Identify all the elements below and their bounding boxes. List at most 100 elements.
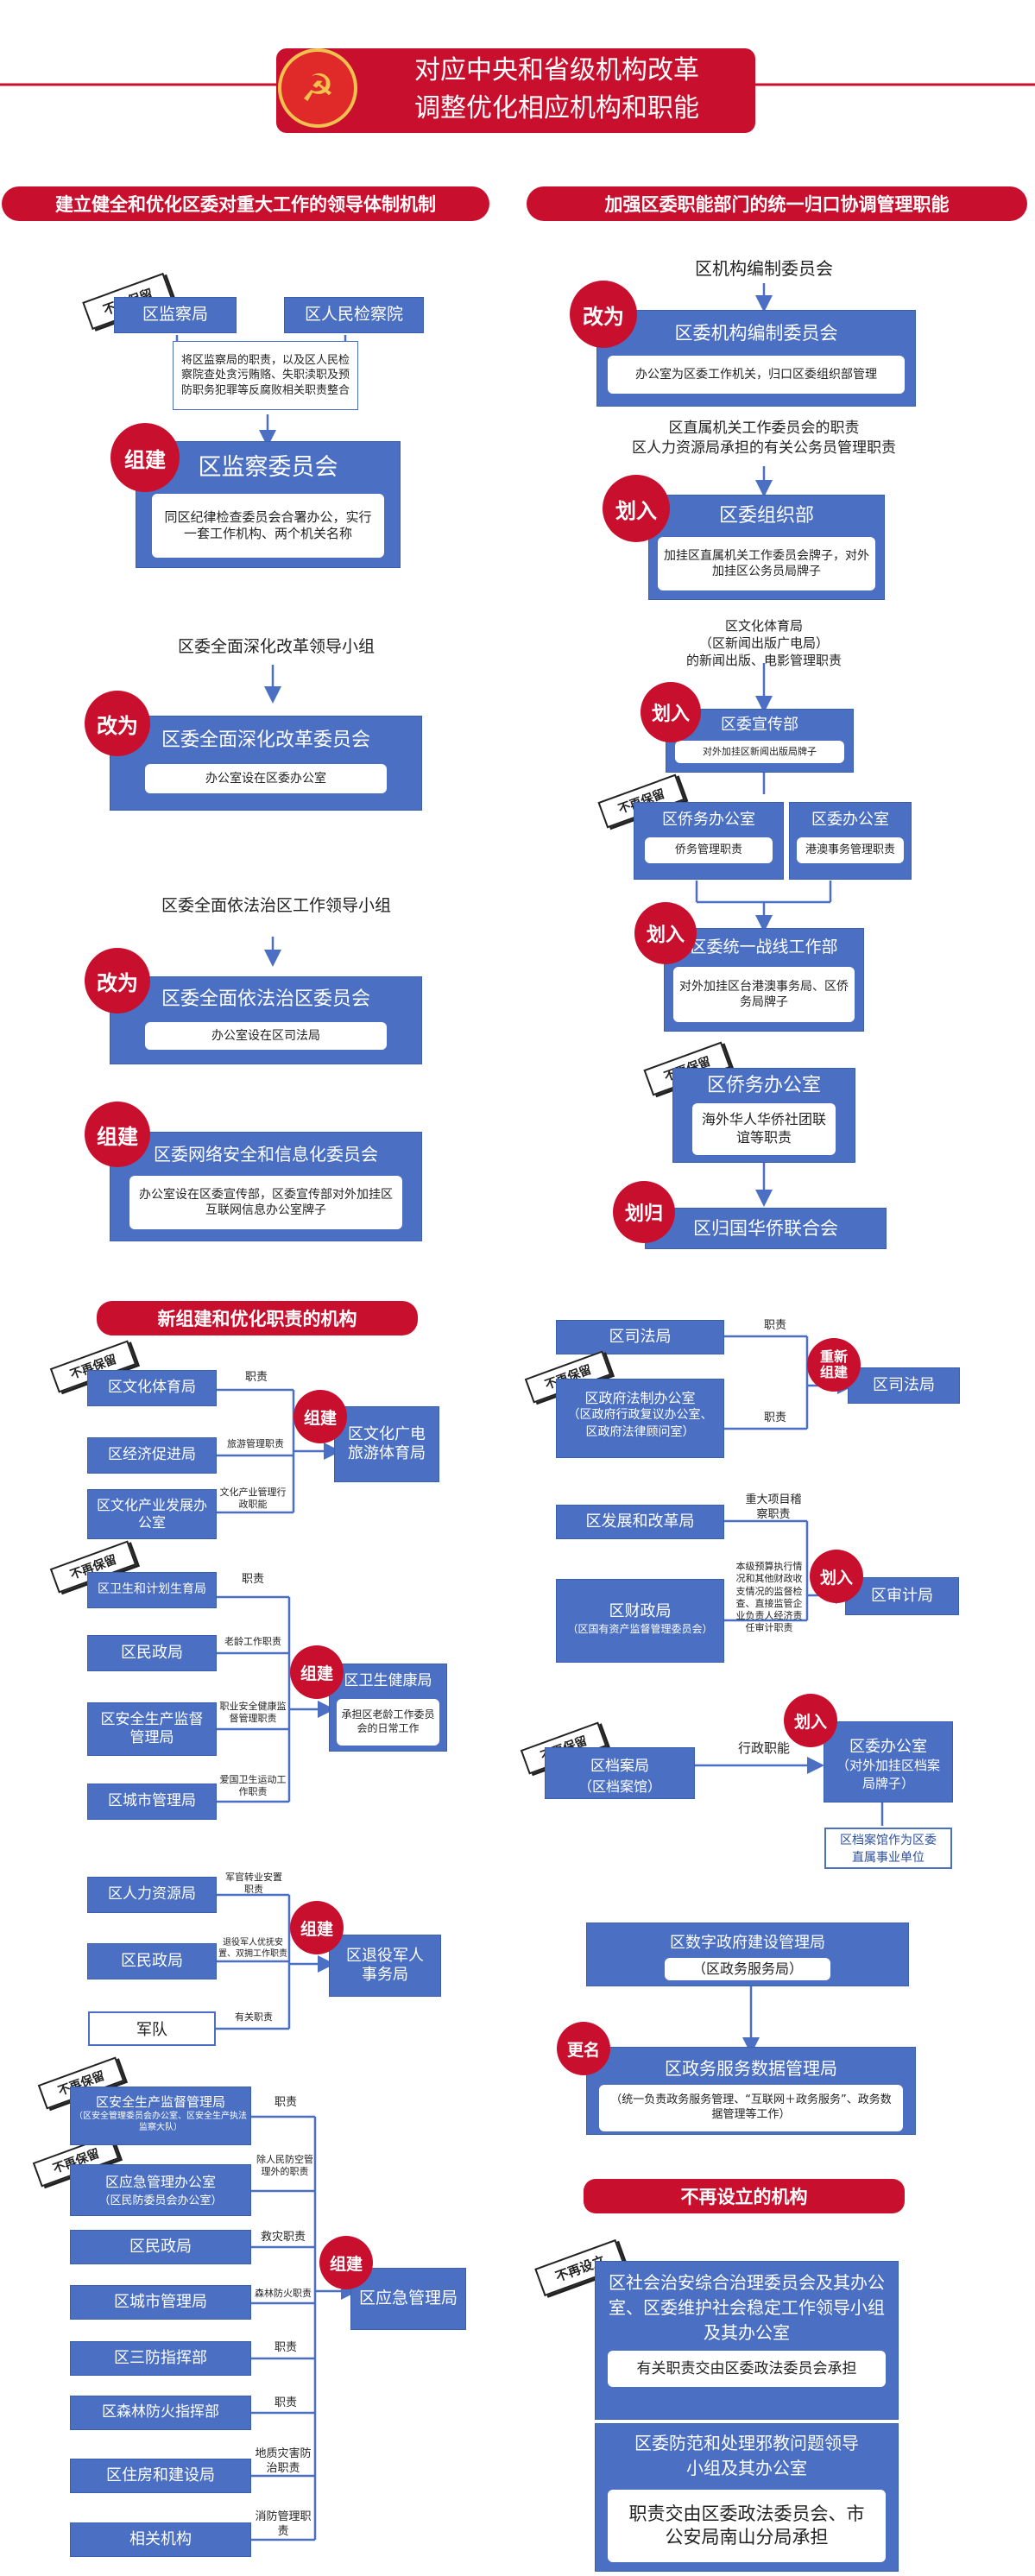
fazhi-title: 区委全面依法治区委员会	[161, 988, 370, 1011]
wangluo-desc: 办公室设在区委宣传部，区委宣传部对外加挂区互联网信息办公室牌子	[129, 1176, 402, 1229]
section2-title: 新组建和优化职责的机构	[97, 1301, 418, 1335]
bianzhi-desc: 办公室为区委工作机关，归口区委组织部管理	[608, 356, 905, 394]
weijian-desc: 承担区老龄工作委员会的日常工作	[337, 1699, 439, 1746]
qiaowu-b-desc: 港澳事务管理职责	[797, 837, 904, 863]
box-wangluo-weiyuanhui: 区委网络安全和信息化委员会 办公室设在区委宣传部，区委宣传部对外加挂区互联网信息…	[110, 1133, 421, 1241]
yingji-item0-title: 区安全生产监督管理局	[95, 2094, 225, 2110]
box-shenji-ju: 区审计局	[846, 1578, 958, 1614]
box-xuanchuanbu: 区委宣传部 对外加挂区新闻出版局牌子	[666, 710, 853, 772]
bianzhi-origin: 区机构编制委员会	[695, 257, 833, 279]
box-anjian-ju: 区安全生产监督管理局	[88, 1703, 216, 1755]
right-section-title: 加强区委职能部门的统一归口协调管理职能	[527, 186, 1027, 221]
label-zhiye-anquan: 职业安全健康监督管理职责	[219, 1701, 287, 1725]
box-jiancha-ju: 区监察局	[115, 298, 236, 332]
badge-gengming: 更名	[557, 2022, 610, 2075]
label-zhize: 职责	[241, 1573, 264, 1586]
badge-gaiwei: 改为	[570, 281, 637, 348]
jiancha-weiyuanhui-desc: 同区纪律检查委员会合署办公，实行一套工作机构、两个机关名称	[152, 494, 384, 558]
box-weisheng-jiankang-ju: 区卫生健康局 承担区老龄工作委员会的日常工作	[330, 1664, 446, 1751]
zuzhi-title: 区委组织部	[718, 505, 814, 527]
shuju-title: 区政务服务数据管理局	[665, 2058, 837, 2079]
qiaolian-source-desc: 海外华人华侨社团联谊等职责	[692, 1103, 836, 1155]
box-jingji-cujin-ju: 区经济促进局	[88, 1438, 216, 1473]
badge-zujian: 组建	[319, 2236, 373, 2289]
yingji-item0-sub: （区安全管理委员会办公室、区安全生产执法监察大队）	[74, 2112, 247, 2132]
badge-zujian: 组建	[293, 1390, 347, 1443]
box-shuzi-zhengfu-ju: 区数字政府建设管理局 （区政务服务局）	[587, 1923, 908, 1986]
badge-huaru: 划入	[634, 902, 697, 964]
badge-huagui: 划归	[613, 1181, 675, 1243]
zuzhi-origin: 区直属机关工作委员会的职责 区人力资源局承担的有关公务员管理职责	[632, 420, 896, 457]
dangan-target: 区委办公室	[849, 1738, 927, 1756]
box-quwei-bangongshi-dangan: 区委办公室 （对外加挂区档案局牌子）	[824, 1722, 952, 1802]
box-jundui: 军队	[88, 2011, 216, 2046]
weijian-title: 区卫生健康局	[344, 1672, 432, 1690]
box-sifa-ju: 区司法局	[557, 1321, 723, 1354]
section3-title: 不再设立的机构	[584, 2179, 905, 2213]
box-tongzhanbu: 区委统一战线工作部 对外加挂区台港澳事务局、区侨务局牌子	[665, 929, 863, 1031]
box-yingji-guanli-ju: 区应急管理局	[351, 2269, 465, 2329]
box-gaige-weiyuanhui: 区委全面深化改革委员会 办公室设在区委办公室	[110, 717, 421, 810]
box-qiaolian: 区归国华侨联合会	[646, 1209, 886, 1248]
badge-gaiwei: 改为	[85, 948, 150, 1013]
box-zongzhi-weiyuanhui: 区社会治安综合治理委员会及其办公室、区委维护社会稳定工作领导小组及其办公室 有关…	[596, 2262, 898, 2419]
box-wenti-ju: 区文化体育局	[88, 1371, 216, 1405]
dangan-title: 区档案局	[590, 1758, 649, 1775]
label-laoling: 老龄工作职责	[224, 1636, 281, 1647]
gaige-leading-group: 区委全面深化改革领导小组	[177, 637, 375, 657]
left-section-title: 建立健全和优化区委对重大工作的领导体制机制	[2, 186, 489, 221]
box-tuiyi-junren-ju: 区退役军人事务局	[330, 1935, 440, 1996]
xuanchuan-desc: 对外加挂区新闻出版局牌子	[675, 741, 844, 763]
label-zhize: 职责	[274, 2096, 297, 2109]
dangan-target-sub: （对外加挂区档案局牌子）	[836, 1758, 940, 1791]
fazhi-desc: 办公室设在区司法局	[145, 1022, 387, 1050]
box-chengguan-ju: 区城市管理局	[88, 1784, 216, 1819]
label-aiguo-weisheng: 爱国卫生运动工作职责	[219, 1774, 287, 1798]
abolish-b1-desc: 有关职责交由区委政法委员会承担	[608, 2351, 886, 2387]
label-chu-renfang: 除人民防空管理外的职责	[256, 2154, 313, 2178]
badge-huaru: 划入	[641, 682, 701, 742]
jiancha-weiyuanhui-title: 区监察委员会	[198, 454, 338, 482]
box-jiancha-weiyuanhui: 区监察委员会 同区纪律检查委员会合署办公，实行一套工作机构、两个机关名称	[136, 442, 400, 567]
box-renli-ziyuan-ju: 区人力资源局	[88, 1878, 216, 1912]
box-caizheng-ju: 区财政局 （区国有资产监督管理委员会）	[557, 1580, 723, 1662]
box-xiejiao-lingdao-xiaozu: 区委防范和处理邪教问题领导小组及其办公室 职责交由区委政法委员会、市公安局南山分…	[596, 2424, 898, 2571]
box-sifa-ju-new: 区司法局	[849, 1368, 959, 1403]
label-dizhi-zaihai: 地质灾害防治职责	[255, 2447, 312, 2475]
badge-gaiwei: 改为	[85, 691, 150, 756]
shenji-b-title: 区财政局	[609, 1602, 672, 1620]
zuzhi-desc: 加挂区直属机关工作委员会牌子，对外加挂区公务员局牌子	[658, 537, 875, 590]
header-title-line2: 调整优化相应机构和职能	[414, 93, 699, 123]
shenji-b-sub: （区国有资产监督管理委员会）	[567, 1623, 713, 1635]
badge-zujian: 组建	[110, 423, 180, 492]
dangan-note: 区档案馆作为区委直属事业单位	[824, 1828, 952, 1869]
label-zhize: 职责	[274, 2341, 297, 2354]
label-lvyou: 旅游管理职责	[227, 1438, 284, 1449]
sifa-b-title: 区政府法制办公室	[584, 1390, 696, 1406]
sifa-b-sub: （区政府行政复议办公室、区政府法律顾问室）	[567, 1408, 713, 1439]
box-zuzhibu: 区委组织部 加挂区直属机关工作委员会牌子，对外加挂区公务员局牌子	[649, 496, 884, 599]
abolish-b2-desc: 职责交由区委政法委员会、市公安局南山分局承担	[608, 2490, 886, 2562]
label-zhize: 职责	[274, 2396, 297, 2409]
label-zhize: 职责	[244, 1371, 268, 1384]
header-title-line1: 对应中央和省级机构改革	[414, 55, 699, 85]
abolish-b1-title: 区社会治安综合治理委员会及其办公室、区委维护社会稳定工作领导小组及其办公室	[609, 2272, 885, 2343]
box-sanfang-zhihuibu: 区三防指挥部	[71, 2342, 250, 2375]
label-yusuan-shenji: 本级预算执行情况和其他财政收支情况的监督检查、直接监管企业负责人经济责任审计职责	[735, 1561, 803, 1634]
tongzhan-title: 区委统一战线工作部	[690, 938, 838, 957]
label-zhongda-xiangmu: 重大项目稽察职责	[745, 1493, 802, 1521]
qiaolian-source-title: 区侨务办公室	[706, 1075, 821, 1097]
badge-huaru: 划入	[784, 1694, 837, 1747]
label-xiaofang: 消防管理职责	[255, 2510, 312, 2538]
wangluo-title: 区委网络安全和信息化委员会	[154, 1143, 378, 1165]
box-quwei-bangongshi: 区委办公室 港澳事务管理职责	[790, 803, 911, 879]
badge-zujian: 组建	[290, 1645, 344, 1699]
tongzhan-desc: 对外加挂区台港澳事务局、区侨务局牌子	[673, 967, 855, 1022]
label-senlin-fanghuo: 森林防火职责	[255, 2288, 312, 2299]
box-zhengwu-shuju-ju: 区政务服务数据管理局 （统一负责政务服务管理、“互联网＋政务服务”、政务数据管理…	[587, 2048, 915, 2134]
bianzhi-title: 区委机构编制委员会	[674, 322, 838, 344]
box-qiaowu-ban: 区侨务办公室 侨务管理职责	[634, 803, 783, 879]
box-senlin-fanghuo: 区森林防火指挥部	[71, 2396, 250, 2429]
shuju-top-sub: （区政务服务局）	[665, 1958, 830, 1980]
box-fagai-ju: 区发展和改革局	[557, 1506, 723, 1538]
